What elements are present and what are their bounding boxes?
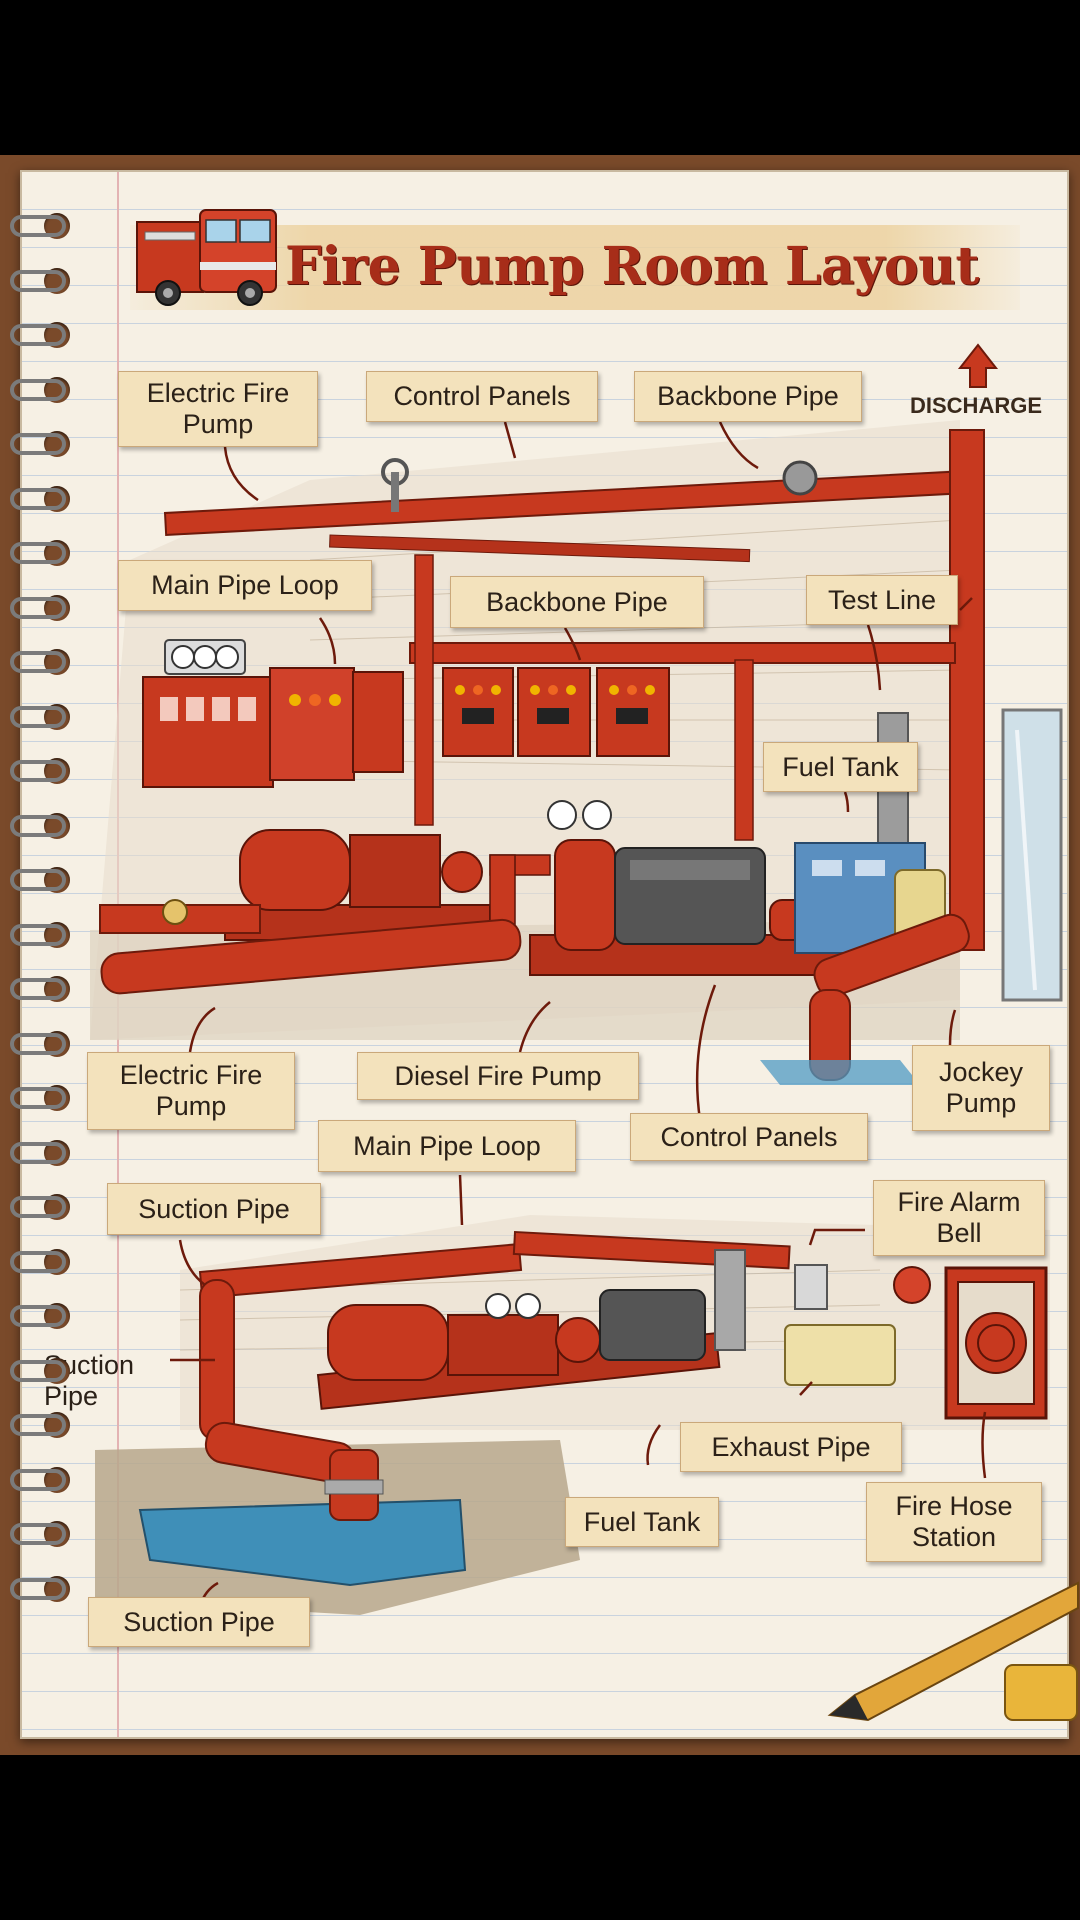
- binding-ring: [10, 1032, 66, 1055]
- label-control-panels-top: Control Panels: [366, 371, 598, 422]
- door-art: [1001, 708, 1063, 1002]
- label-main-pipe-loop-top: Main Pipe Loop: [118, 560, 372, 611]
- binding-ring: [10, 215, 66, 237]
- label-text: Electric Fire Pump: [146, 378, 290, 439]
- label-text: Diesel Fire Pump: [394, 1060, 602, 1091]
- binding-ring: [10, 324, 66, 346]
- label-backbone-pipe-mid: Backbone Pipe: [450, 576, 704, 628]
- label-text: Jockey Pump: [938, 1057, 1024, 1118]
- binding-ring: [10, 1250, 66, 1273]
- binding-ring: [10, 1414, 66, 1436]
- binding-ring: [10, 1577, 66, 1600]
- backbone-pipe-top-art: [163, 429, 985, 951]
- label-jockey-pump: Jockey Pump: [912, 1045, 1050, 1131]
- leader-arrows: [170, 421, 987, 1607]
- label-fire-alarm-bell: Fire Alarm Bell: [873, 1180, 1045, 1256]
- label-exhaust-pipe: Exhaust Pipe: [680, 1422, 902, 1472]
- binding-ring: [10, 596, 66, 619]
- fire-truck-icon: [136, 209, 277, 306]
- label-text: Fuel Tank: [583, 1506, 701, 1537]
- binding-ring: [10, 923, 66, 946]
- binding-ring: [10, 1141, 66, 1164]
- binding-ring: [10, 542, 66, 564]
- label-electric-fire-pump-top: Electric Fire Pump: [118, 371, 318, 447]
- label-fire-hose-station: Fire Hose Station: [866, 1482, 1042, 1562]
- binding-ring: [10, 433, 66, 455]
- eraser-icon: [1004, 1664, 1078, 1721]
- label-main-pipe-loop-bottom: Main Pipe Loop: [318, 1120, 576, 1172]
- label-text: Control Panels: [660, 1121, 838, 1152]
- binding-ring: [10, 651, 66, 673]
- binding-ring: [10, 1087, 66, 1109]
- label-text: Control Panels: [393, 381, 571, 411]
- label-suction-pipe-bottom: Suction Pipe: [88, 1597, 310, 1647]
- binding-ring: [10, 869, 66, 891]
- diesel-pump-art: [489, 800, 841, 976]
- label-backbone-pipe-top: Backbone Pipe: [634, 371, 862, 422]
- main-pipe-loop-upper-art: [99, 899, 970, 1085]
- label-test-line: Test Line: [806, 575, 958, 625]
- discharge-arrow-icon: [957, 343, 999, 388]
- label-control-panels-bottom: Control Panels: [630, 1113, 868, 1161]
- binding-ring: [10, 705, 66, 728]
- binding-ring: [10, 1468, 66, 1491]
- label-text: Main Pipe Loop: [151, 570, 339, 600]
- label-text: Test Line: [827, 584, 937, 615]
- label-fuel-tank-bottom: Fuel Tank: [565, 1497, 719, 1547]
- label-text: Fire Hose Station: [895, 1491, 1013, 1552]
- binding-ring: [10, 814, 66, 837]
- discharge-label: DISCHARGE: [910, 393, 1043, 418]
- label-text: Backbone Pipe: [657, 381, 839, 411]
- label-text: Backbone Pipe: [486, 586, 668, 617]
- binding-ring: [10, 269, 66, 292]
- binding-ring: [10, 1196, 66, 1218]
- label-electric-fire-pump-bottom: Electric Fire Pump: [87, 1052, 295, 1130]
- binding-ring: [10, 760, 66, 782]
- binding-ring: [10, 1523, 66, 1545]
- label-text: Exhaust Pipe: [711, 1431, 871, 1462]
- binding-ring: [10, 1305, 66, 1327]
- label-fuel-tank-top: Fuel Tank: [763, 742, 918, 792]
- binding-ring: [10, 487, 66, 510]
- control-panels-left-art: [142, 639, 404, 788]
- label-text: Suction Pipe: [123, 1606, 275, 1637]
- title-banner: [130, 225, 1020, 310]
- binding-ring: [10, 1359, 66, 1382]
- binding-ring: [10, 978, 66, 1000]
- label-text: Suction Pipe: [138, 1193, 290, 1224]
- label-text: Fuel Tank: [782, 751, 899, 782]
- pencil-icon: [827, 1581, 1079, 1722]
- binding-ring: [10, 378, 66, 401]
- control-panels-mid-art: [442, 667, 670, 757]
- label-text: Fire Alarm Bell: [897, 1187, 1021, 1248]
- electric-pump-upper-art: [224, 829, 491, 941]
- page-title: Fire Pump Room Layout: [285, 236, 979, 297]
- label-text: Main Pipe Loop: [353, 1130, 541, 1161]
- label-text: Electric Fire Pump: [119, 1060, 263, 1121]
- label-diesel-fire-pump: Diesel Fire Pump: [357, 1052, 639, 1100]
- label-suction-pipe-top: Suction Pipe: [107, 1183, 321, 1235]
- lower-pump-art: [198, 1230, 1048, 1521]
